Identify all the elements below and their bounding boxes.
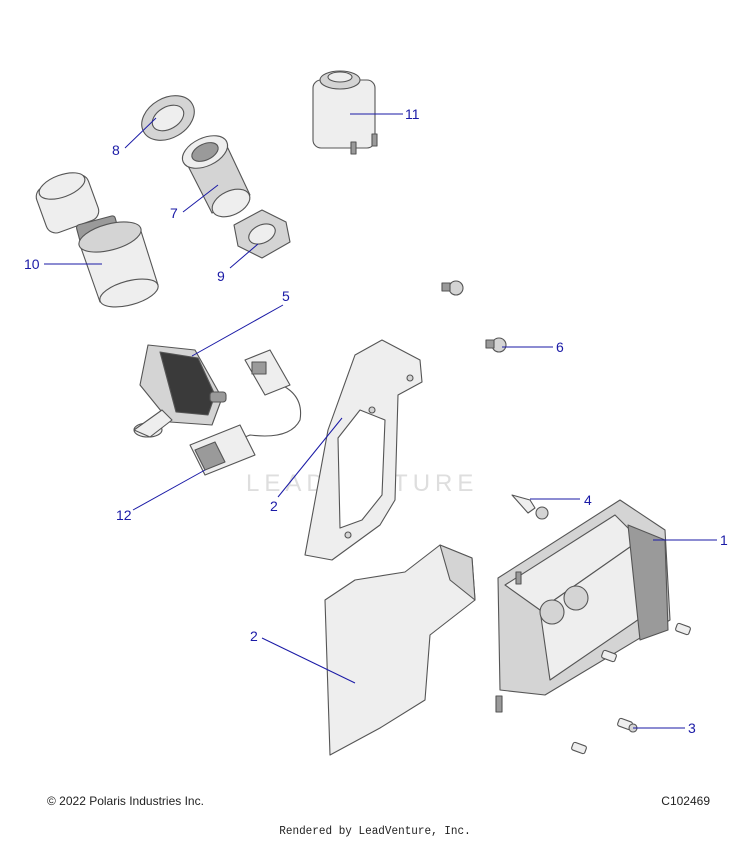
callout-10: 10 bbox=[24, 256, 40, 272]
callout-9: 9 bbox=[217, 268, 225, 284]
part-12-harness bbox=[189, 349, 302, 476]
part-11-relay bbox=[312, 70, 378, 155]
callout-6: 6 bbox=[556, 339, 564, 355]
part-4-push-rivet bbox=[511, 494, 549, 520]
callout-1: 1 bbox=[720, 532, 728, 548]
part-5-relay bbox=[133, 344, 227, 438]
part-1-ecu bbox=[495, 499, 671, 713]
callout-2-bracket: 2 bbox=[270, 498, 278, 514]
part-10-switch bbox=[35, 172, 159, 308]
leader-12 bbox=[132, 469, 206, 511]
part-2-cover bbox=[324, 544, 476, 756]
leader-5 bbox=[191, 304, 284, 357]
part-3-screw-d bbox=[571, 741, 587, 755]
rendered-by-text: Rendered by LeadVenture, Inc. bbox=[279, 825, 471, 839]
part-3-screw-a bbox=[675, 622, 691, 636]
callout-4: 4 bbox=[584, 492, 592, 508]
part-2-bracket bbox=[304, 339, 423, 561]
leader-8 bbox=[124, 117, 157, 149]
callout-12: 12 bbox=[116, 507, 132, 523]
part-7-socket bbox=[181, 135, 251, 218]
callout-2-cover: 2 bbox=[250, 628, 258, 644]
leader-2a bbox=[277, 417, 343, 498]
part-8-nut bbox=[141, 95, 195, 141]
fastener-top bbox=[441, 280, 464, 296]
diagram-id: C102469 bbox=[661, 794, 710, 808]
callout-7: 7 bbox=[170, 205, 178, 221]
part-9-hex-nut bbox=[233, 209, 291, 259]
leader-9 bbox=[229, 243, 259, 269]
part-6-screw bbox=[485, 337, 507, 353]
leader-2b bbox=[261, 637, 356, 684]
callout-8: 8 bbox=[112, 142, 120, 158]
callout-11: 11 bbox=[405, 106, 420, 122]
callout-3: 3 bbox=[688, 720, 696, 736]
callout-5: 5 bbox=[282, 288, 290, 304]
copyright-text: © 2022 Polaris Industries Inc. bbox=[47, 794, 204, 808]
part-3-screw-c bbox=[617, 717, 638, 733]
part-3-screw-b bbox=[601, 649, 617, 663]
leader-7 bbox=[182, 184, 219, 213]
